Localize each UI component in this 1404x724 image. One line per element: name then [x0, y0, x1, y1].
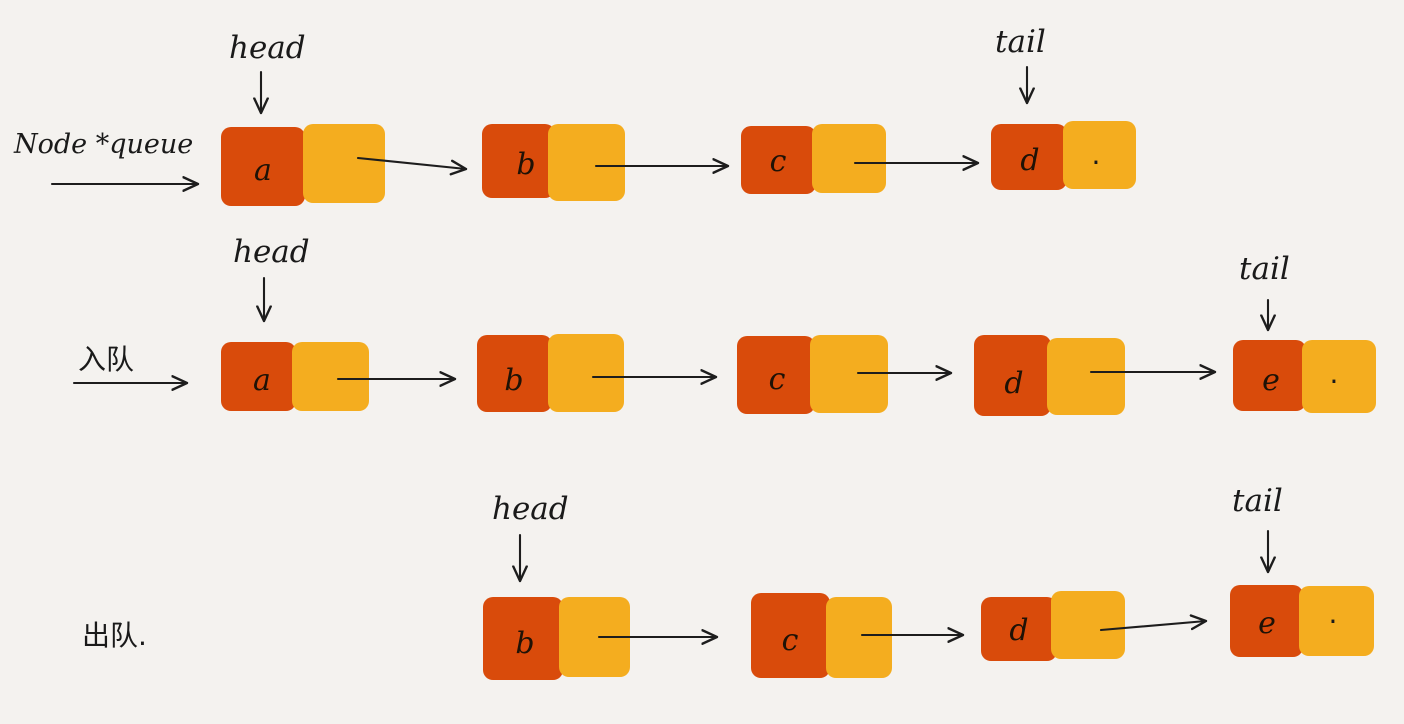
node-value: d [1009, 613, 1028, 648]
node-value: c [769, 362, 786, 397]
node-value: a [254, 153, 272, 188]
head-label-enqueue: head [233, 234, 310, 270]
data-cell [741, 126, 816, 194]
node-value: b [516, 147, 535, 182]
node-value: e [1258, 606, 1276, 641]
next-arrow [356, 156, 466, 169]
next-cell [826, 597, 892, 678]
tail-label-initial: tail [995, 24, 1046, 60]
row-initial: Node *queue head tail a b c d · [13, 24, 1136, 206]
next-cell [1299, 586, 1374, 656]
head-label-initial: head [229, 30, 306, 66]
data-cell [477, 335, 552, 412]
data-cell [221, 127, 305, 206]
next-cell [1047, 338, 1125, 415]
next-cell [1063, 121, 1136, 189]
data-cell [482, 124, 555, 198]
node-dequeue-e: e · [1230, 585, 1374, 657]
null-pointer-dot: · [1092, 146, 1101, 179]
node-value: d [1004, 366, 1023, 401]
null-pointer-dot: · [1330, 365, 1339, 398]
node-initial-c: c [741, 124, 886, 194]
node-value: d [1020, 143, 1039, 178]
node-value: b [515, 626, 534, 661]
next-cell [548, 334, 624, 412]
node-value: e [1262, 363, 1280, 398]
node-initial-a: a [221, 124, 385, 206]
data-cell [751, 593, 830, 678]
data-cell [483, 597, 563, 680]
next-cell [559, 597, 630, 677]
data-cell [221, 342, 296, 411]
next-cell [548, 124, 625, 201]
data-cell [981, 597, 1057, 661]
next-cell [1302, 340, 1376, 413]
node-dequeue-d: d [981, 591, 1125, 661]
node-dequeue-b: b [483, 597, 630, 680]
row-label-initial: Node *queue [13, 129, 193, 160]
data-cell [737, 336, 815, 414]
null-pointer-dot: · [1329, 605, 1338, 638]
data-cell [1230, 585, 1303, 657]
node-value: c [782, 623, 799, 658]
node-enqueue-e: e · [1233, 340, 1376, 413]
node-enqueue-d: d [974, 335, 1125, 416]
row-enqueue: 入队 head tail a b c d [72, 234, 1376, 416]
next-cell [812, 124, 886, 193]
node-enqueue-a: a [221, 342, 369, 411]
row-label-enqueue: 入队 [78, 343, 134, 376]
data-cell [991, 124, 1067, 190]
node-value: a [253, 363, 271, 398]
next-cell [303, 124, 385, 203]
node-initial-b: b [482, 124, 625, 201]
row-dequeue: 出队. head tail b c d e · [82, 483, 1374, 680]
data-cell [1233, 340, 1306, 411]
node-enqueue-c: c [737, 335, 888, 414]
next-cell [292, 342, 369, 411]
tail-label-enqueue: tail [1239, 251, 1290, 287]
head-label-dequeue: head [492, 491, 569, 527]
row-label-dequeue: 出队. [82, 619, 147, 652]
node-dequeue-c: c [751, 593, 892, 678]
node-enqueue-b: b [477, 334, 624, 412]
tail-label-dequeue: tail [1232, 483, 1283, 519]
next-cell [810, 335, 888, 413]
next-cell [1051, 591, 1125, 659]
next-arrow [1099, 621, 1206, 632]
node-initial-d: d · [991, 121, 1136, 190]
node-value: c [770, 144, 787, 179]
data-cell [974, 335, 1051, 416]
node-value: b [504, 363, 523, 398]
